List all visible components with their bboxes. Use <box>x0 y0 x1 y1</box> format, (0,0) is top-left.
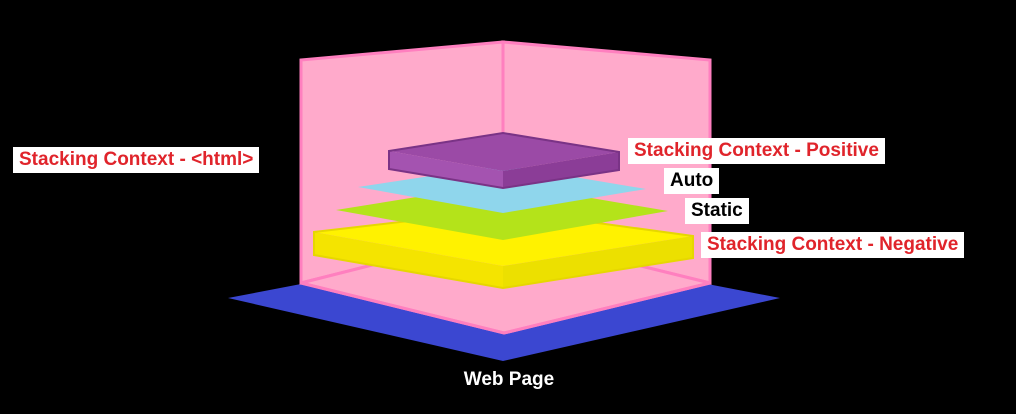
web-page-caption: Web Page <box>463 369 555 390</box>
positive-layer-left-side <box>389 151 503 188</box>
negative-layer-right-side <box>503 236 693 288</box>
positive-layer-right-side <box>503 152 619 188</box>
auto-label: Auto <box>664 168 720 194</box>
html-context-label: Stacking Context - <html> <box>13 147 260 173</box>
positive-layer-outline <box>388 131 620 190</box>
positive-context-label: Stacking Context - Positive <box>628 138 885 164</box>
negative-context-label: Stacking Context - Negative <box>701 232 965 258</box>
static-label: Static <box>685 198 749 224</box>
negative-layer-left-side <box>314 232 503 288</box>
